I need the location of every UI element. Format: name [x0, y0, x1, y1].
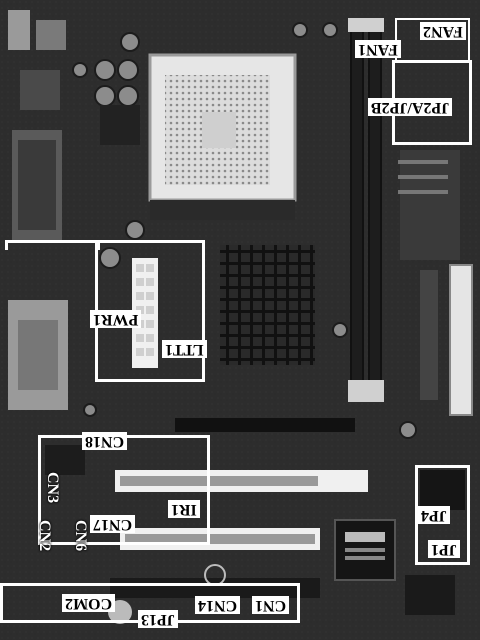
- ir1-label: IR1: [168, 500, 200, 518]
- ltt1-label: LTT1: [162, 340, 207, 358]
- cn1-label: CN1: [252, 596, 290, 614]
- fan2-label: FAN2: [420, 22, 466, 40]
- jp2-label: JP2A/JP2B: [368, 98, 453, 116]
- fan1-label: FAN1: [355, 40, 401, 58]
- usb-port: [8, 10, 30, 50]
- cn6-label: CN6: [72, 520, 89, 552]
- cn17-label: CN17: [90, 515, 136, 533]
- jp1-label: JP1: [428, 540, 460, 558]
- cn3-label: CN3: [44, 472, 61, 504]
- com2-label: COM2: [62, 594, 116, 612]
- cn2-label: CN2: [36, 520, 53, 552]
- pwr1-label: PWR1: [90, 310, 142, 328]
- jp4-label: JP4: [418, 506, 450, 524]
- jp4-box: [415, 465, 470, 565]
- rear-io-box: [5, 240, 100, 250]
- cn18-label: CN18: [82, 432, 128, 450]
- cn14-label: CN14: [195, 596, 241, 614]
- jp13-label: JP13: [138, 610, 178, 628]
